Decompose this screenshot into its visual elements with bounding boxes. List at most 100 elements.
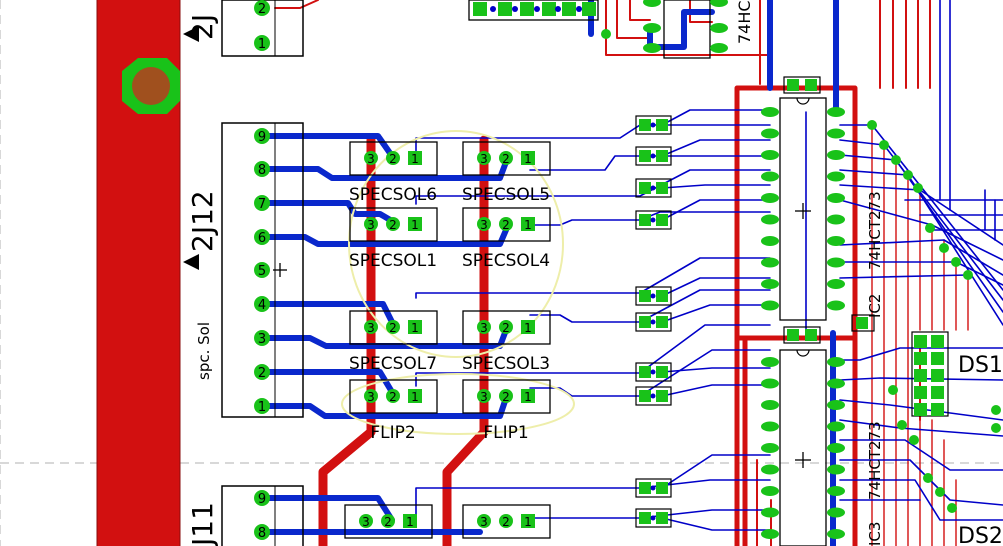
ic-pin — [761, 421, 779, 432]
solenoid-pin-label: 3 — [480, 515, 488, 529]
ic-pin — [761, 300, 779, 311]
display-ds2: DS2 — [958, 524, 1003, 546]
solenoid-pin-label: 2 — [389, 390, 397, 404]
crosshair-marker — [795, 203, 811, 219]
ic-pin — [761, 279, 779, 289]
jumper-pads — [635, 115, 672, 528]
ic-pin — [827, 421, 845, 432]
ic2-label: 74HCT273 — [866, 191, 884, 270]
connector-j11-pin-label: 8 — [258, 526, 266, 541]
connector-2j12-pin-label: 1 — [258, 400, 266, 415]
solenoid-pin-label: 2 — [502, 515, 510, 529]
jumper-pad — [635, 508, 672, 528]
pin1-marker-icon — [183, 26, 199, 42]
connector-2j12-pin — [254, 229, 270, 245]
ic-pin — [827, 300, 845, 311]
connector-2j12-pin — [254, 296, 270, 312]
ic-74hc-label: 74HC — [735, 0, 754, 44]
highlight-rings — [341, 130, 575, 435]
connector-2j: 2 1 2J — [183, 0, 304, 57]
ic-pin — [827, 464, 845, 475]
connector-2j12-pin — [254, 330, 270, 346]
solenoid-label: FLIP1 — [483, 423, 528, 443]
display-ds2-label: DS2 — [958, 524, 1003, 546]
connector-2j12-pin-label: 9 — [258, 130, 266, 145]
solenoid-pin-label: 1 — [406, 515, 414, 529]
ic2-ref: IC2 — [866, 294, 884, 318]
ic-pin — [761, 400, 779, 410]
ic-pin — [827, 486, 845, 496]
ic-pin — [761, 464, 779, 475]
connector-2j12-label: 2J12 — [186, 190, 219, 252]
ic-pin — [827, 236, 845, 246]
vias — [601, 29, 1001, 513]
solenoid-pin-label: 3 — [362, 515, 370, 529]
ic-pin — [827, 443, 845, 453]
connector-2j12-pin-label: 7 — [258, 197, 266, 212]
ic3-label: 74HCT273 — [866, 421, 884, 500]
connector-2j12-pin-label: 4 — [258, 298, 266, 313]
ic3-74hct273: 74HCT273 IC3 — [761, 326, 884, 546]
solenoid-pin-label: 2 — [502, 152, 510, 166]
ic-pin — [827, 107, 845, 117]
ic-pin — [761, 443, 779, 453]
ic-pin — [761, 128, 779, 139]
ic-pin — [761, 357, 779, 367]
ic-pin — [827, 128, 845, 139]
connector-j11-pin — [254, 524, 270, 540]
solenoid-label: SPECSOL3 — [462, 354, 550, 374]
solenoid-pin-label: 1 — [524, 321, 532, 335]
jumper-pad — [635, 115, 672, 135]
solenoid-pin-label: 2 — [389, 218, 397, 232]
jumper-pad — [635, 210, 672, 230]
ic-pin — [761, 107, 779, 117]
solenoid-pin-label: 2 — [502, 321, 510, 335]
solenoid-pin-label: 3 — [480, 321, 488, 335]
ic-pin — [761, 150, 779, 160]
solenoid-pin-label: 3 — [367, 152, 375, 166]
ic-pin — [761, 378, 779, 389]
solenoid-pin-label: 2 — [389, 152, 397, 166]
pin1-marker-icon — [183, 254, 199, 270]
jumper-pad — [635, 386, 672, 406]
solenoid-pin-label: 3 — [367, 321, 375, 335]
connector-j11-label: J11 — [186, 502, 219, 546]
ic-pin — [827, 357, 845, 367]
solenoid-label: SPECSOL7 — [349, 354, 437, 374]
display-ds1: DS1 — [911, 331, 1003, 417]
solenoid-pin-label: 2 — [384, 515, 392, 529]
connector-2j12-pin — [254, 161, 270, 177]
ic2-74hct273: 74HCT273 IC2 — [761, 76, 884, 332]
mounting-hole — [122, 58, 180, 114]
solenoid-label: FLIP2 — [370, 423, 415, 443]
connector-2j-pin — [254, 35, 270, 51]
ic-pin — [827, 378, 845, 389]
solenoid-pin-label: 2 — [502, 390, 510, 404]
crosshair-marker — [795, 452, 811, 468]
solenoid-pin-label: 1 — [524, 515, 532, 529]
ic-pin — [827, 529, 845, 539]
connector-2j12-pin-label: 3 — [258, 332, 266, 347]
display-ds1-label: DS1 — [958, 353, 1003, 378]
ic-pin — [761, 214, 779, 225]
connector-2j12-sublabel: spc. Sol — [195, 322, 213, 380]
ic-pin — [827, 507, 845, 518]
solenoid-pin-label: 1 — [411, 321, 419, 335]
ic-pin — [827, 257, 845, 268]
ic-pin — [761, 193, 779, 203]
solenoid-pin-label: 3 — [367, 218, 375, 232]
solenoid-pin-label: 1 — [411, 218, 419, 232]
connector-j11-pin-label: 9 — [258, 492, 266, 507]
jumper-pad — [635, 146, 672, 166]
